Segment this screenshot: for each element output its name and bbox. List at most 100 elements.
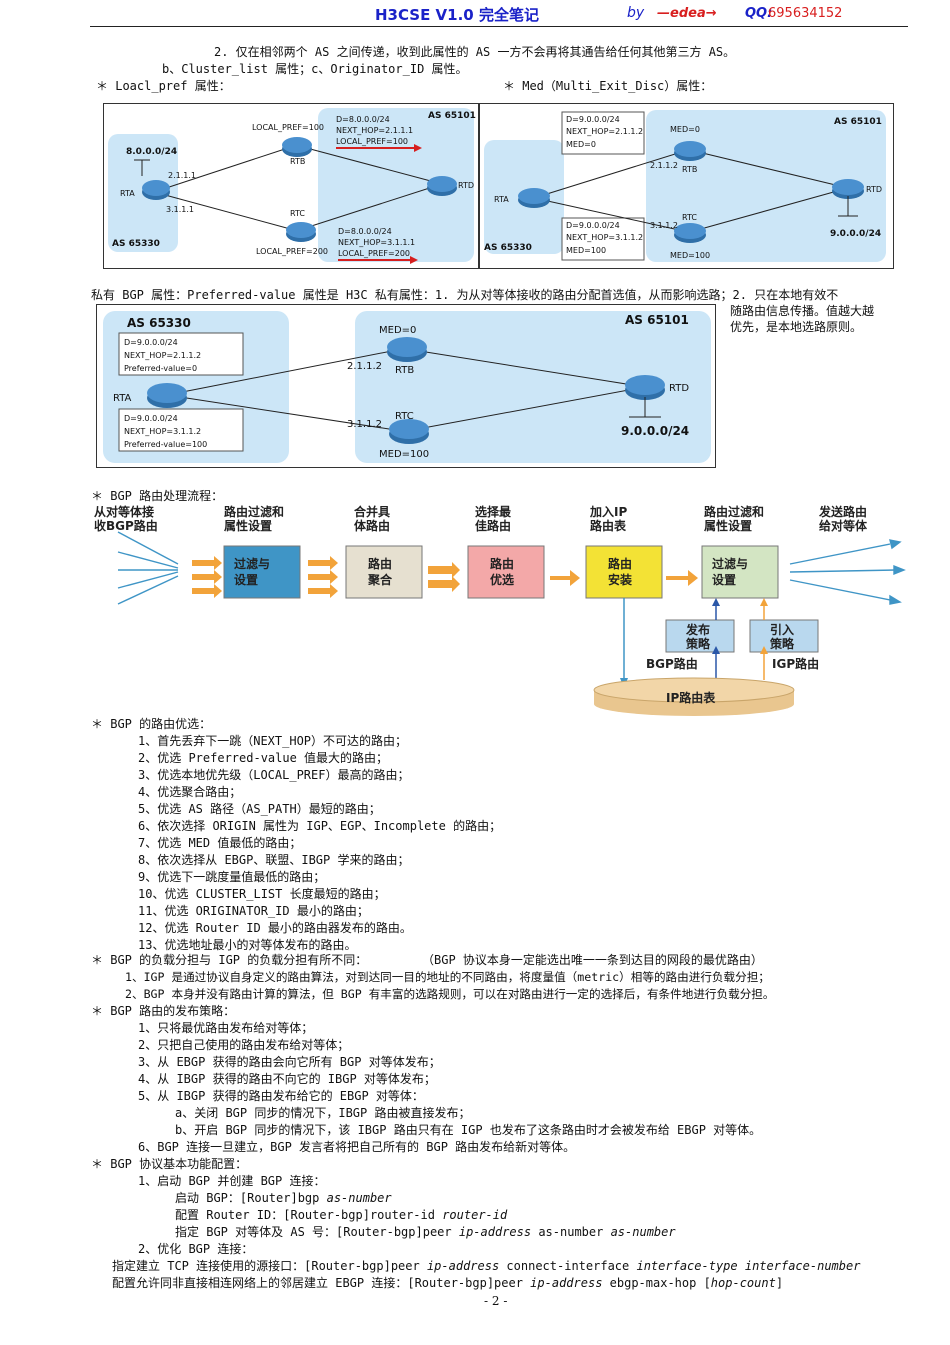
flow-head-4b: 佳路由 xyxy=(475,518,511,533)
config-heading: ＊ BGP 协议基本功能配置： xyxy=(91,1157,248,1171)
rtd-label: RTD xyxy=(669,383,689,394)
rtd-label: RTD xyxy=(866,185,882,194)
intro-line-1: 2. 仅在相邻两个 AS 之间传递，收到此属性的 AS 一方不会再将其通告给任何… xyxy=(214,45,736,59)
bgp-route-label: BGP路由 xyxy=(646,656,698,671)
selection-item: 3、优选本地优先级（LOCAL_PREF）最高的路由； xyxy=(138,768,410,782)
selection-heading: ＊ BGP 的路由优选： xyxy=(91,717,212,731)
box-c-line-1: D=8.0.0.0/24 xyxy=(338,227,392,236)
publish-sub-a: a、关闭 BGP 同步的情况下，IBGP 路由被直接发布； xyxy=(175,1106,471,1120)
router-rtb-icon xyxy=(282,137,312,157)
box-c-line-2: NEXT_HOP=3.1.1.2 xyxy=(566,233,643,242)
install-box xyxy=(585,545,663,599)
lp-b-label: LOCAL_PREF=100 xyxy=(252,123,324,132)
selection-box-line-2: 优选 xyxy=(490,572,514,587)
selection-box xyxy=(467,545,545,599)
prefix-label: 8.0.0.0/24 xyxy=(126,147,177,157)
flow-head-2b: 属性设置 xyxy=(224,518,272,533)
flow-head-7a: 发送路由 xyxy=(818,504,867,519)
prefix-label: 9.0.0.0/24 xyxy=(621,424,689,438)
box-c-line-1: D=9.0.0.0/24 xyxy=(566,221,620,230)
config-step-2: 2、优化 BGP 连接： xyxy=(138,1242,254,1256)
router-rtd-icon xyxy=(427,176,457,196)
rtd-label: RTD xyxy=(458,181,474,190)
flow-head-5a: 加入IP xyxy=(589,504,627,519)
selection-item: 2、优选 Preferred-value 值最大的路由； xyxy=(138,751,389,765)
publish-item: 3、从 EBGP 获得的路由会向它所有 BGP 对等体发布； xyxy=(138,1055,441,1069)
selection-box-line-1: 路由 xyxy=(490,556,514,571)
publish-sub-b: b、开启 BGP 同步的情况下，该 IBGP 路由只有在 IGP 也发布了这条路… xyxy=(175,1123,762,1137)
config-cmd-peer: 指定 BGP 对等体及 AS 号：[Router-bgp]peer ip-add… xyxy=(175,1224,676,1240)
publish-policy-line-2: 策略 xyxy=(686,636,711,651)
filter-box-out-line-2: 设置 xyxy=(712,572,736,587)
qq-label: QQ: xyxy=(745,6,773,21)
box-c-line-2: NEXT_HOP=3.1.1.2 xyxy=(124,427,201,436)
lp-c-label: LOCAL_PREF=200 xyxy=(256,247,328,256)
by-label: by xyxy=(627,5,645,21)
selection-item: 1、首先丢弃下一跳（NEXT_HOP）不可达的路由； xyxy=(138,734,408,748)
rtb-label: RTB xyxy=(395,365,414,376)
box-b-line-2: NEXT_HOP=2.1.1.2 xyxy=(124,351,201,360)
selection-item: 7、优选 MED 值最低的路由； xyxy=(138,836,302,850)
rtc-label: RTC xyxy=(395,411,414,422)
router-rtb-icon xyxy=(674,141,706,161)
install-box-line-2: 安装 xyxy=(608,572,632,587)
loadshare-line-1: 1、IGP 是通过协议自身定义的路由算法，对到达同一目的地址的不同路由，将度量值… xyxy=(125,970,770,984)
config-cmd-param: hop-count xyxy=(710,1276,776,1290)
publish-item: 1、只将最优路由发布给对等体； xyxy=(138,1021,314,1035)
filter-box-in-line-2: 设置 xyxy=(234,572,258,587)
config-cmd-param: ip-address xyxy=(530,1276,603,1290)
box-c-line-1: D=9.0.0.0/24 xyxy=(124,414,178,423)
flow-heading: ＊ BGP 路由处理流程： xyxy=(91,489,224,503)
aggregation-box xyxy=(345,545,423,599)
flow-head-3a: 合并具 xyxy=(354,504,390,519)
box-c-line-3: LOCAL_PREF=200 xyxy=(338,249,410,258)
as-right-label: AS 65101 xyxy=(428,111,476,121)
med-c-label: MED=100 xyxy=(379,449,429,460)
box-b-line-3: Preferred-value=0 xyxy=(124,364,197,373)
flow-head-4a: 选择最 xyxy=(475,504,512,519)
config-cmd-router-id: 配置 Router ID：[Router-bgp]router-id route… xyxy=(175,1207,507,1223)
box-b-line-1: D=9.0.0.0/24 xyxy=(566,115,620,124)
as-right-label: AS 65101 xyxy=(625,313,689,327)
selection-item: 9、优选下一跳度量值最低的路由； xyxy=(138,870,326,884)
config-cmd-text: as-number xyxy=(531,1225,611,1239)
publish-policy-line-1: 发布 xyxy=(685,622,710,637)
router-rta-icon xyxy=(518,188,550,208)
router-rtc-icon xyxy=(286,222,316,242)
selection-item: 10、优选 CLUSTER_LIST 长度最短的路由； xyxy=(138,887,386,901)
router-rtd-icon xyxy=(832,179,864,199)
config-cmd-bgp: 启动 BGP：[Router]bgp as-number xyxy=(175,1190,392,1206)
header-rule xyxy=(90,26,908,27)
qq-number: 695634152 xyxy=(768,6,843,21)
publish-item: 4、从 IBGP 获得的路由不向它的 IBGP 对等体发布； xyxy=(138,1072,436,1086)
config-step-1: 1、启动 BGP 并创建 BGP 连接： xyxy=(138,1174,326,1188)
rta-label: RTA xyxy=(113,393,132,404)
config-cmd-text: 指定 BGP 对等体及 AS 号：[Router-bgp]peer xyxy=(175,1225,459,1239)
flow-head-6a: 路由过滤和 xyxy=(704,504,764,519)
selection-item: 11、优选 ORIGINATOR_ID 最小的路由； xyxy=(138,904,369,918)
med-c-label: MED=100 xyxy=(670,251,710,260)
selection-item: 12、优选 Router ID 最小的路由器发布的路由。 xyxy=(138,921,412,935)
publish-item-6: 6、BGP 连接一旦建立，BGP 发言者将把自己所有的 BGP 路由发布给新对等… xyxy=(138,1140,576,1154)
install-box-line-1: 路由 xyxy=(608,556,632,571)
ip-b-label: 2.1.1.2 xyxy=(650,161,678,170)
config-cmd-param: ip-address xyxy=(458,1225,532,1239)
selection-item: 6、依次选择 ORIGIN 属性为 IGP、EGP、Incomplete 的路由… xyxy=(138,819,502,833)
preferred-line-1: 私有 BGP 属性：Preferred-value 属性是 H3C 私有属性：1… xyxy=(91,288,839,302)
rtc-label: RTC xyxy=(290,209,305,218)
selection-item: 8、依次选择从 EBGP、联盟、IBGP 学来的路由； xyxy=(138,853,410,867)
med-figure: RTA AS 65330 AS 65101 MED=0 MED=100 2.1.… xyxy=(479,103,894,269)
box-b-line-2: NEXT_HOP=2.1.1.2 xyxy=(566,127,643,136)
rtb-label: RTB xyxy=(682,165,697,174)
intro-line-2: b、Cluster_list 属性；c、Originator_ID 属性。 xyxy=(162,62,468,76)
filter-box-out xyxy=(701,545,779,599)
flow-head-1a: 从对等体接 xyxy=(94,504,154,519)
config-cmd-text: ebgp-max-hop [ xyxy=(602,1276,711,1290)
aggregation-box-line-2: 聚合 xyxy=(367,572,393,587)
box-b-line-3: MED=0 xyxy=(566,140,596,149)
config-cmd-text: connect-interface xyxy=(499,1259,637,1273)
flow-head-7b: 给对等体 xyxy=(819,518,868,533)
ip-c-label: 3.1.1.2 xyxy=(347,419,382,430)
filter-box-in-line-1: 过滤与 xyxy=(234,556,270,571)
page-number: - 2 - xyxy=(484,1294,508,1308)
